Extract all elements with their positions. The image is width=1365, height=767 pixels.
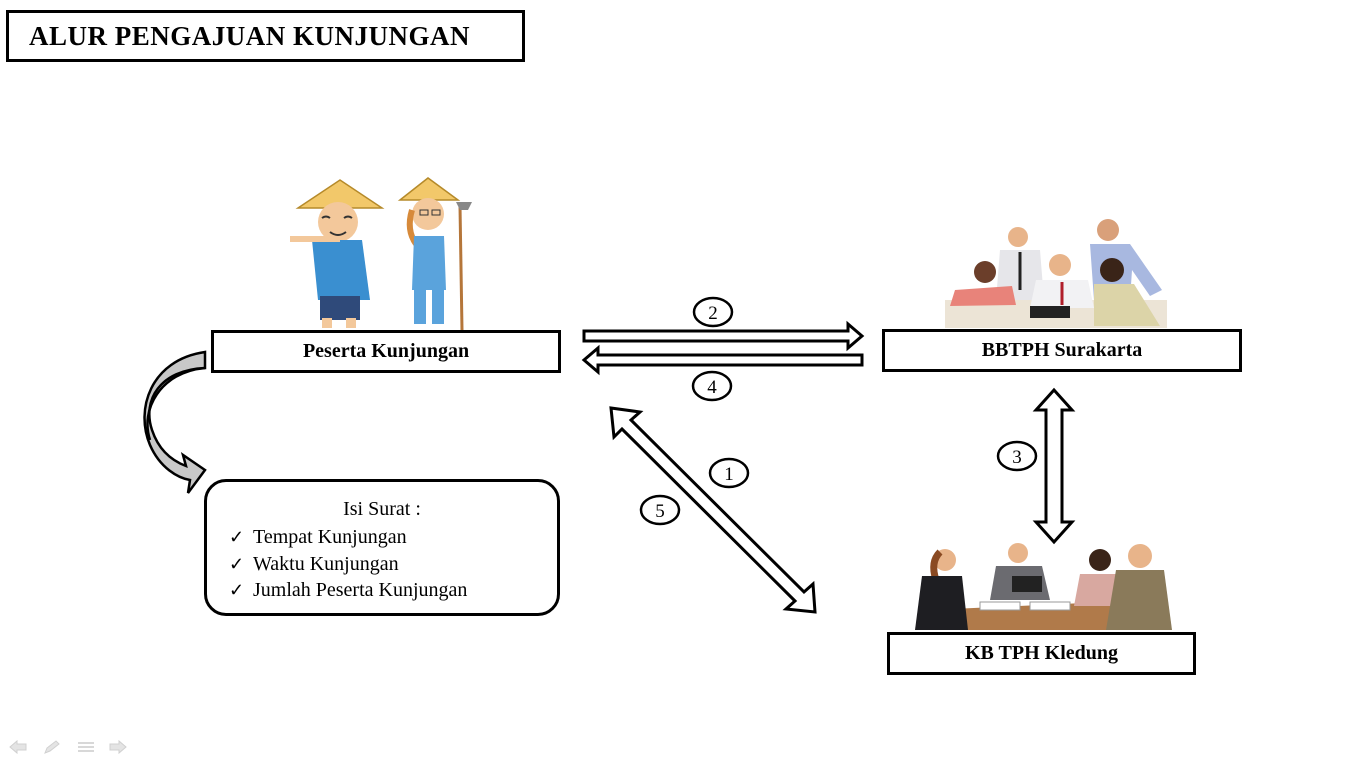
svg-text:2: 2	[708, 303, 718, 324]
step-badge-4: 4	[691, 370, 733, 402]
page-title: ALUR PENGAJUAN KUNJUNGAN	[6, 10, 525, 62]
svg-text:4: 4	[707, 377, 717, 398]
step-badge-3: 3	[996, 440, 1038, 472]
node-bbtph-surakarta: BBTPH Surakarta	[882, 329, 1242, 372]
step-badge-2: 2	[692, 296, 734, 328]
back-arrow-icon[interactable]	[8, 739, 28, 755]
svg-text:1: 1	[724, 464, 734, 485]
svg-text:3: 3	[1012, 447, 1022, 468]
step-badge-5: 5	[639, 494, 681, 526]
letter-item-text: Waktu Kunjungan	[253, 553, 399, 575]
step-badge-1: 1	[708, 457, 750, 489]
arrow-step-4	[581, 344, 864, 376]
letter-title: Isi Surat :	[343, 498, 421, 520]
svg-text:5: 5	[655, 501, 665, 522]
check-icon: ✓	[229, 527, 245, 547]
letter-item: ✓ Tempat Kunjungan	[229, 526, 407, 549]
letter-content-box: Isi Surat : ✓ Tempat Kunjungan ✓ Waktu K…	[204, 479, 560, 616]
node-kb-tph-kledung: KB TPH Kledung	[887, 632, 1196, 675]
letter-item-text: Jumlah Peserta Kunjungan	[253, 579, 468, 601]
arrow-step-2	[582, 320, 865, 352]
check-icon: ✓	[229, 580, 245, 600]
letter-item: ✓ Waktu Kunjungan	[229, 553, 399, 576]
arrow-step-3	[1032, 387, 1076, 545]
letter-item-text: Tempat Kunjungan	[253, 526, 407, 548]
check-icon: ✓	[229, 554, 245, 574]
curved-arrow-to-letter	[143, 350, 207, 494]
office-discussion-illustration	[915, 543, 1172, 630]
forward-arrow-icon[interactable]	[108, 739, 128, 755]
arrow-step-1-5	[609, 406, 817, 614]
letter-item: ✓ Jumlah Peserta Kunjungan	[229, 579, 467, 602]
pen-icon[interactable]	[42, 739, 62, 755]
menu-icon[interactable]	[76, 739, 96, 755]
farmers-illustration	[290, 177, 472, 331]
office-meeting-illustration	[945, 219, 1167, 328]
node-peserta-kunjungan: Peserta Kunjungan	[211, 330, 561, 373]
